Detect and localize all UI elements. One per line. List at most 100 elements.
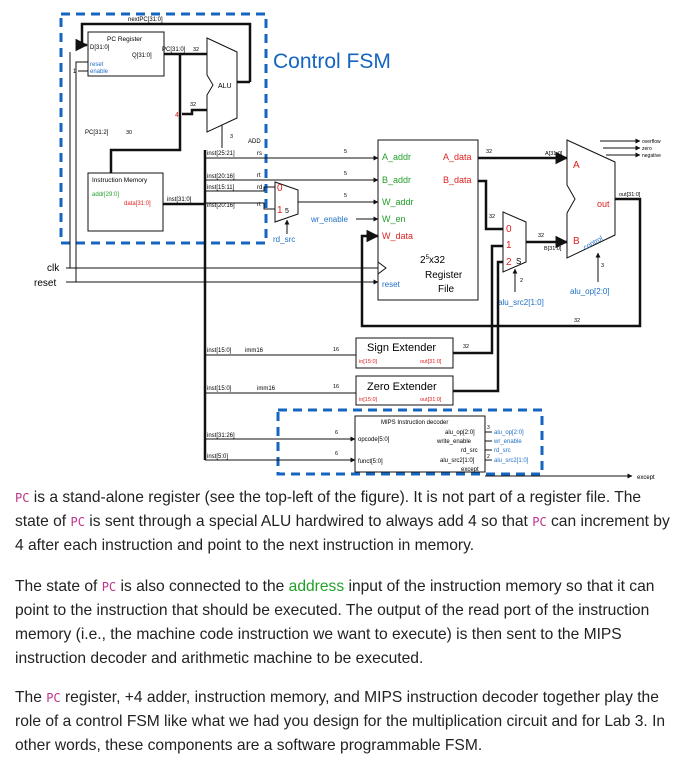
imm-field-2: inst[15:0] [207, 386, 232, 392]
pc-code-2: PC [70, 515, 85, 529]
decoder-boundary [276, 408, 544, 476]
w32-d: 32 [489, 214, 495, 220]
w2-mux: 2 [520, 278, 523, 284]
a-bus-label: A[31:0] [545, 151, 563, 157]
b-mux-sel: S [516, 257, 521, 266]
pc-register-title: PC Register [107, 36, 143, 43]
imm-label-2: imm16 [257, 386, 276, 392]
rf-b-addr: B_addr [382, 175, 411, 185]
rf-w-data: W_data [382, 231, 413, 241]
w6-b: 6 [335, 451, 338, 457]
zero-ext-out-wire [453, 260, 503, 393]
p2-text-3: input of the instruction memory so that … [15, 578, 655, 667]
mips-decoder [354, 415, 486, 473]
w32-b: 32 [190, 102, 196, 108]
zero-label: zero [642, 146, 652, 152]
p2-text-2: is also connected to the [116, 578, 289, 595]
alu-op-width: 3 [601, 263, 604, 269]
clk-label: clk [47, 263, 60, 274]
negative-label: negative [642, 153, 661, 159]
decoder-title: MIPS Instruction decoder [381, 420, 448, 426]
rd-mux-0: 0 [277, 183, 283, 194]
rf-name-2: File [438, 284, 455, 295]
funct-field: inst[5:0] [207, 454, 228, 460]
w5-a: 5 [344, 149, 347, 155]
out-bus-label: out[31:0] [619, 192, 641, 198]
rf-clock-mark [377, 261, 387, 275]
pc-code-4: PC [101, 580, 117, 594]
pc-register-reset: reset [90, 62, 104, 68]
rf-size: 25x32 [420, 255, 445, 266]
rf-name-1: Register [425, 270, 463, 281]
rt-label-1: rt [257, 173, 261, 179]
rf-w-addr: W_addr [382, 197, 414, 207]
imem-data: data[31:0] [124, 201, 151, 207]
rt-field-1: inst[20:16] [207, 174, 235, 180]
const4: 4 [175, 112, 179, 119]
control-fsm-boundary [59, 12, 268, 245]
pc-bus-label: PC[31:0] [162, 47, 186, 53]
rd-wire [205, 186, 275, 192]
wr-enable-label: wr_enable [310, 215, 348, 224]
w5-b: 5 [344, 171, 347, 177]
w6-a: 6 [335, 430, 338, 436]
p1-text-2: is sent through a special ALU hardwired … [84, 513, 533, 530]
rd-src-label: rd_src [273, 235, 295, 244]
zero-extender [355, 375, 454, 406]
rt-label-2: rt [257, 202, 261, 208]
decoder-out-rd-src: rd_src [494, 448, 511, 454]
rs-field: inst[25:21] [207, 151, 235, 157]
w32-f: 32 [574, 318, 580, 324]
except-label: except [637, 475, 655, 480]
p3-text-2: register, +4 adder, instruction memory, … [15, 689, 666, 754]
rd-mux-1: 1 [277, 205, 283, 216]
decoder-w2: 2 [487, 454, 490, 460]
w16-a: 16 [333, 347, 339, 353]
next-pc-wire [75, 22, 252, 82]
rf-w-en: W_en [382, 214, 406, 224]
rf-b-data: B_data [443, 175, 472, 185]
decoder-out-wr-enable: wr_enable [493, 439, 522, 445]
p2-text-1: The state of [15, 578, 102, 595]
decoder-opcode: opcode[5:0] [358, 437, 390, 443]
w32-g: 32 [463, 344, 469, 350]
p1-text-1: is a stand-alone register (see the top-l… [15, 489, 642, 530]
const4-wire [182, 108, 207, 116]
paragraph-2: The state of PC is also connected to the… [15, 575, 679, 671]
rs-label: rs [257, 151, 262, 157]
next-pc-label: nextPC[31:0] [128, 17, 163, 23]
pc-code-1: PC [15, 491, 30, 505]
sign-ext-out: out[31:0] [420, 359, 442, 365]
main-alu [566, 139, 616, 259]
decoder-out-alu-op: alu_op[2:0] [494, 430, 524, 436]
sign-ext-title: Sign Extender [367, 342, 436, 354]
b-mux-1: 1 [506, 240, 512, 251]
w16-b: 16 [333, 384, 339, 390]
zero-ext-in: in[15:0] [359, 397, 378, 403]
rt-field-2: inst[20:16] [207, 203, 235, 209]
rf-a-addr: A_addr [382, 152, 411, 162]
register-file [377, 139, 479, 301]
alu-src2-label: alu_src2[1:0] [498, 298, 544, 307]
pc-register-q: Q[31:0] [132, 53, 152, 59]
add-label: ADD [248, 139, 261, 145]
alu-a-input: A [573, 160, 580, 171]
decoder-write-enable: write_enable [436, 439, 472, 445]
datapath-diagram: Control FSM nextPC[31:0] PC Register D[3… [34, 12, 661, 480]
rf-a-data: A_data [443, 152, 472, 162]
alu-writeback-wire [360, 197, 642, 328]
rf-reset: reset [382, 280, 401, 289]
op-field: inst[31:26] [207, 433, 235, 439]
b-data-wire [478, 179, 503, 231]
sign-extender [355, 337, 454, 369]
rd-field: inst[15:11] [207, 185, 235, 191]
w32-e: 32 [538, 233, 544, 239]
imem-addr: addr[29:0] [92, 192, 119, 198]
b-bus-label: B[31:0] [544, 246, 562, 252]
pc-register-enable: enable [90, 69, 109, 75]
rd-label: rd [257, 185, 262, 191]
alu-out: out [597, 199, 610, 209]
zero-ext-out: out[31:0] [420, 397, 442, 403]
p1-text-3: can increment by 4 after each instructio… [15, 513, 670, 554]
decoder-funct: funct[5:0] [358, 459, 383, 465]
